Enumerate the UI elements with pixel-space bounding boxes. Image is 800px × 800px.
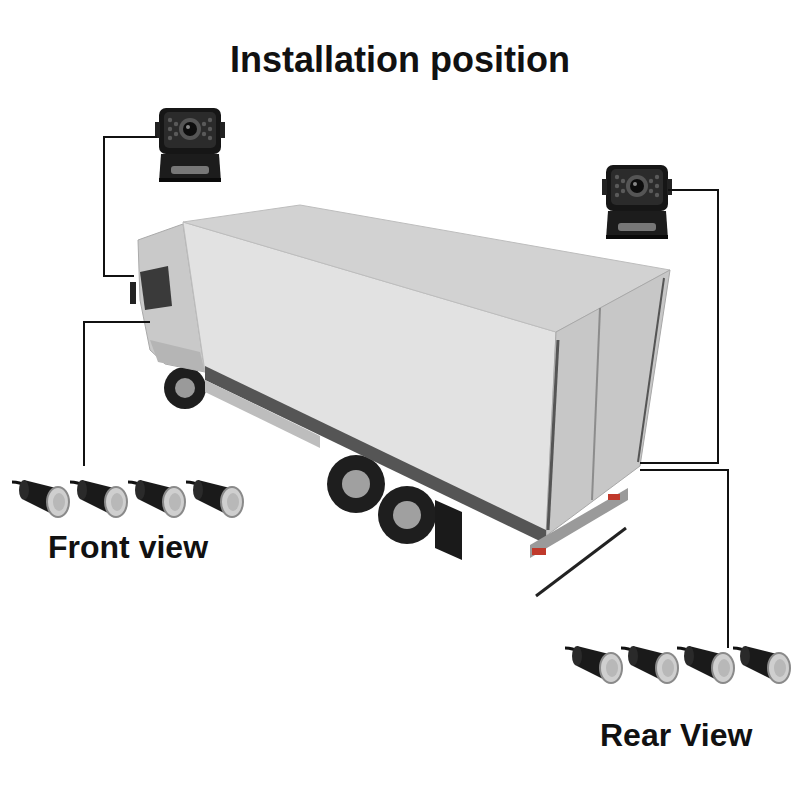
diagram-title: Installation position bbox=[230, 40, 570, 80]
view-label: Front view bbox=[48, 530, 208, 565]
leader-lines bbox=[84, 137, 728, 648]
view-label: Rear View bbox=[600, 718, 752, 753]
